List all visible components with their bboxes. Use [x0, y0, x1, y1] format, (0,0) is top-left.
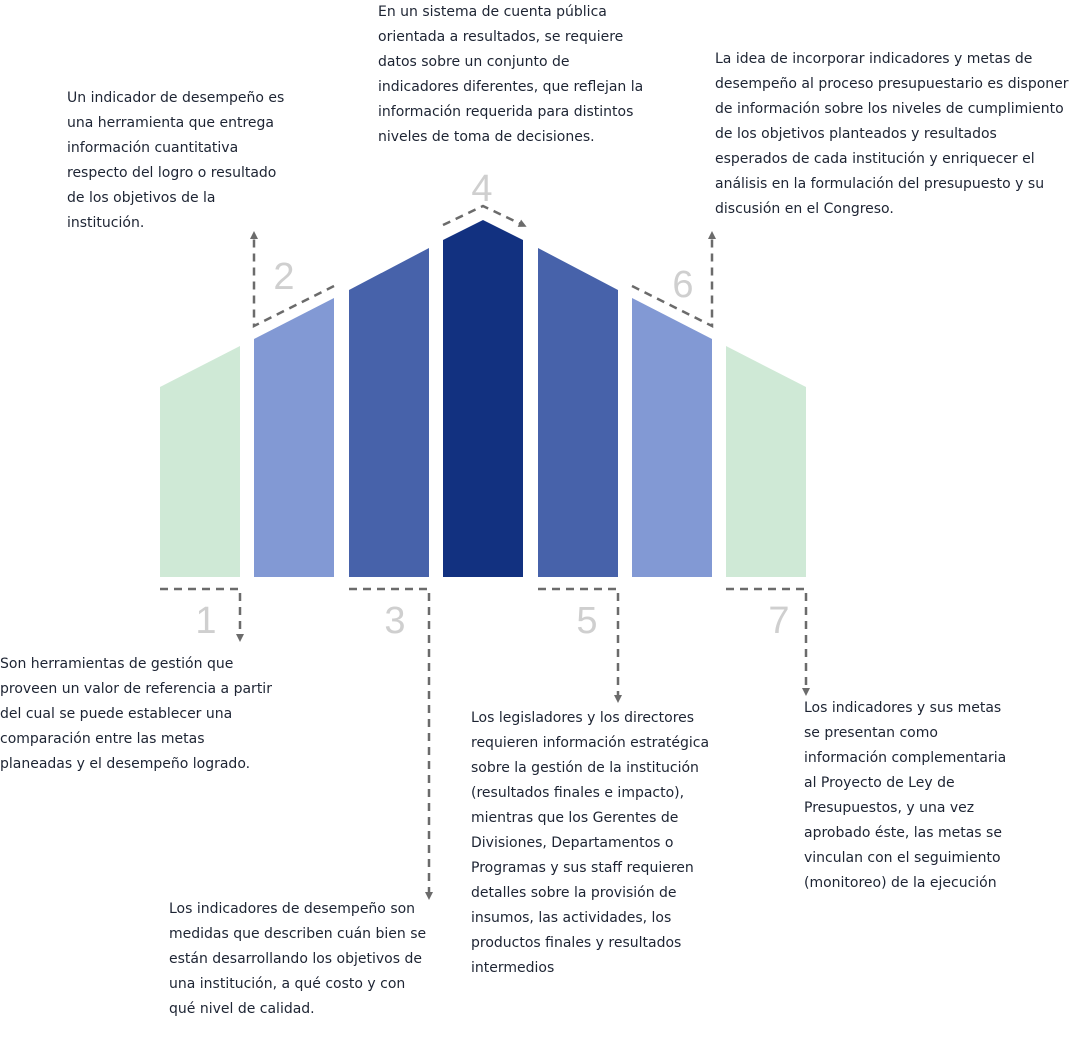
connector-3: [349, 587, 433, 900]
connector-4: [442, 204, 527, 227]
connector-2: [250, 231, 335, 329]
column-4: [443, 220, 523, 577]
step-number-4: 4: [471, 168, 492, 210]
step-number-2: 2: [273, 256, 294, 298]
step-text-3: Los indicadores de desempeño son medidas…: [169, 901, 427, 1017]
step-text-4: En un sistema de cuenta pública orientad…: [378, 4, 644, 145]
column-3: [349, 248, 429, 577]
column-2: [254, 298, 334, 577]
step-text-2: Un indicador de desempeño es una herrami…: [67, 90, 285, 231]
connector-1: [160, 587, 244, 642]
step-text-5: Los legisladores y los directores requie…: [471, 710, 710, 976]
step-number-1: 1: [195, 600, 216, 642]
step-text-1: Son herramientas de gestión que proveen …: [0, 656, 272, 772]
column-7: [726, 346, 806, 577]
step-number-5: 5: [576, 600, 597, 642]
step-number-3: 3: [384, 600, 405, 642]
connector-7: [726, 587, 810, 696]
column-1: [160, 346, 240, 577]
step-number-6: 6: [672, 264, 693, 306]
column-6: [632, 298, 712, 577]
connector-6: [631, 231, 716, 329]
step-text-6: La idea de incorporar indicadores y meta…: [715, 51, 1069, 217]
column-5: [538, 248, 618, 577]
step-text-7: Los indicadores y sus metas se presentan…: [804, 700, 1007, 891]
step-number-7: 7: [768, 600, 789, 642]
